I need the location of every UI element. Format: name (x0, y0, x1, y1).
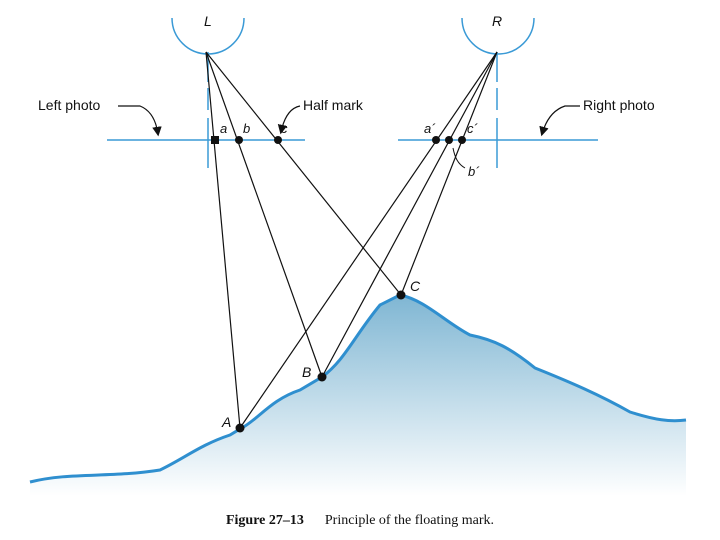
left-photo-leader (118, 105, 162, 137)
left-rays (205, 51, 402, 429)
terrain-outline (29, 293, 687, 484)
ground-point-B-label: B (302, 364, 311, 380)
ray-R-B (321, 51, 498, 378)
point-a-marker (211, 136, 219, 144)
right-rays (239, 51, 498, 429)
ray-L-B (205, 51, 323, 378)
ray-R-C (400, 51, 498, 296)
point-c-marker (274, 136, 282, 144)
point-b-prime-marker (445, 136, 453, 144)
point-b-prime-label: b´ (468, 164, 480, 179)
terrain-fill (30, 295, 686, 496)
half-mark-label: Half mark (303, 97, 364, 113)
figure-number: Figure 27–13 (225, 513, 304, 528)
point-a-prime-label: a´ (424, 121, 436, 136)
b-prime-leader (452, 147, 466, 169)
ground-point-C-label: C (410, 278, 421, 294)
ray-L-C (205, 51, 402, 296)
point-c-prime-label: c´ (467, 121, 479, 136)
ground-point-A-marker (235, 423, 245, 433)
point-c-prime-marker (458, 136, 466, 144)
right-camera-lens (461, 17, 535, 55)
ground-point-B-marker (317, 372, 327, 382)
left-photo-label: Left photo (38, 97, 100, 113)
half-mark-leader (277, 105, 301, 135)
point-b-label: b (243, 121, 250, 136)
ground-point-C-marker (396, 290, 406, 300)
ray-L-A (205, 51, 241, 429)
figure-spacer (307, 513, 321, 528)
right-camera-label: R (492, 13, 502, 29)
point-a-prime-marker (432, 136, 440, 144)
figure-caption-text: Principle of the floating mark. (324, 513, 495, 528)
left-camera-label: L (204, 13, 212, 29)
figure-caption: Figure 27–13 Principle of the floating m… (0, 513, 720, 529)
ground-point-A-label: A (221, 414, 231, 430)
right-photo-label: Right photo (583, 97, 655, 113)
right-photo-leader (539, 105, 580, 137)
ray-R-A (239, 51, 498, 429)
point-b-marker (235, 136, 243, 144)
point-a-label: a (220, 121, 227, 136)
